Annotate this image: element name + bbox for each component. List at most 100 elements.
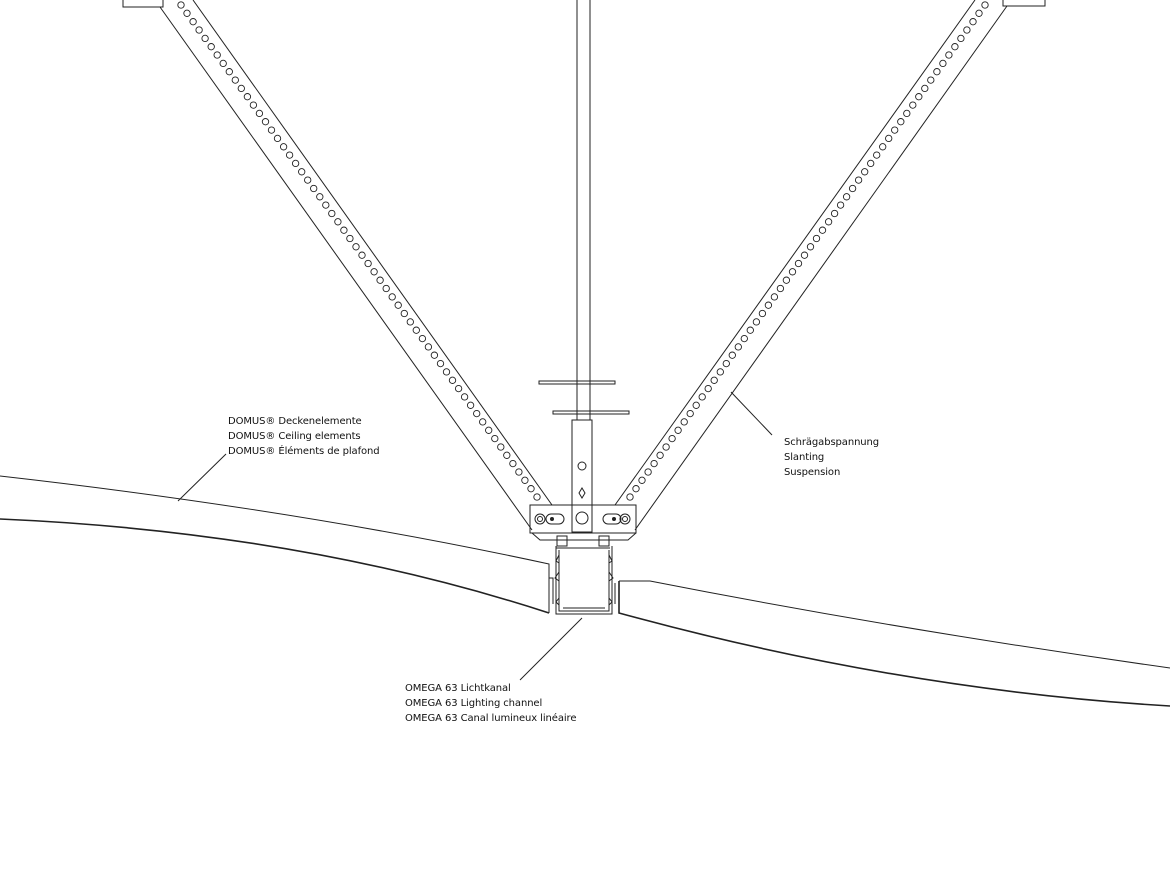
perforation-hole — [638, 476, 646, 484]
perforation-hole — [897, 118, 905, 126]
perforation-hole — [509, 459, 517, 468]
perforation-hole — [304, 176, 312, 184]
label-lighting-channel-fr: OMEGA 63 Canal lumineux linéaire — [405, 713, 577, 724]
perforation-hole — [340, 226, 348, 234]
perforation-hole — [824, 218, 833, 226]
perforation-hole — [533, 493, 541, 501]
perforation-hole — [891, 126, 899, 134]
perforation-hole — [764, 301, 773, 309]
perforation-hole — [722, 359, 730, 368]
perforation-hole — [273, 134, 282, 143]
label-ceiling-elements-en: DOMUS® Ceiling elements — [228, 431, 361, 442]
perforation-hole — [698, 393, 706, 401]
perforation-hole — [842, 193, 851, 201]
perforation-hole — [861, 168, 869, 176]
label-slanting-suspension: Schrägabspannung Slanting Suspension — [784, 435, 879, 480]
vertical-hanger-rod — [538, 0, 630, 533]
perforation-hole — [812, 234, 821, 243]
perforation-hole — [298, 168, 306, 176]
ceiling-anchor-left — [122, 0, 164, 8]
perforation-hole — [794, 259, 803, 268]
perforation-hole — [915, 93, 923, 101]
perforation-hole — [710, 376, 718, 384]
perforation-hole — [479, 418, 487, 426]
perforation-hole — [668, 434, 676, 443]
perforation-hole — [879, 143, 887, 151]
perforation-hole — [515, 468, 523, 476]
perforation-hole — [466, 401, 475, 409]
perforation-hole — [836, 201, 845, 209]
label-slanting-en: Slanting — [784, 452, 825, 463]
perforation-hole — [382, 284, 390, 293]
perforation-hole — [782, 276, 791, 284]
perforation-hole — [921, 84, 929, 93]
perforation-hole — [644, 468, 652, 476]
perforation-hole — [460, 393, 469, 401]
perforation-hole — [334, 218, 342, 226]
perforation-hole — [316, 193, 324, 201]
perforation-hole — [527, 485, 535, 493]
perforation-hole — [267, 126, 276, 134]
perforation-hole — [231, 76, 239, 84]
perforation-hole — [830, 209, 839, 218]
perforation-hole — [704, 384, 712, 393]
perforation-hole — [800, 251, 809, 259]
perforation-hole — [692, 401, 700, 409]
perforation-hole — [521, 476, 529, 484]
perforation-hole — [650, 459, 658, 468]
perforation-hole — [497, 443, 505, 451]
perforation-hole — [352, 243, 360, 251]
perforation-hole — [969, 18, 977, 26]
perforation-hole — [183, 9, 191, 17]
ceiling-panel-right — [614, 580, 1170, 707]
perforation-hole — [442, 368, 451, 376]
perforation-hole — [903, 109, 911, 118]
perforation-hole — [346, 234, 354, 243]
perforation-hole — [939, 59, 947, 68]
perforation-hole — [243, 93, 252, 101]
perforation-hole — [873, 151, 881, 159]
perforation-hole — [436, 359, 445, 368]
perforation-hole — [189, 18, 197, 26]
perforation-hole — [207, 43, 215, 51]
perforation-hole — [418, 334, 427, 343]
perforation-hole — [927, 76, 935, 84]
label-ceiling-elements-fr: DOMUS® Éléments de plafond — [228, 446, 380, 457]
perforation-hole — [424, 343, 433, 351]
perforation-hole — [818, 226, 827, 234]
label-ceiling-elements: DOMUS® Deckenelemente DOMUS® Ceiling ele… — [228, 414, 380, 459]
perforation-hole — [848, 184, 857, 193]
perforation-hole — [195, 26, 203, 34]
perforation-hole — [201, 34, 209, 43]
perforation-hole — [626, 493, 634, 501]
perforation-hole — [951, 43, 959, 51]
perforation-hole — [674, 426, 682, 434]
perforation-hole — [485, 426, 493, 434]
label-ceiling-elements-de: DOMUS® Deckenelemente — [228, 416, 362, 427]
perforation-hole — [430, 351, 439, 359]
perforation-hole — [219, 59, 227, 68]
perforation-hole — [867, 159, 875, 168]
perforation-hole — [933, 68, 941, 76]
perforation-hole — [662, 443, 670, 451]
leader-slanting-suspension — [730, 391, 773, 436]
perforation-hole — [734, 343, 742, 351]
perforation-hole — [213, 51, 221, 59]
leader-lighting-channel — [519, 617, 583, 681]
perforation-hole — [358, 251, 366, 259]
leader-ceiling-elements — [177, 453, 227, 502]
perforation-hole — [503, 451, 511, 459]
perforation-hole — [854, 176, 863, 184]
perforation-hole — [261, 118, 270, 126]
perforation-hole — [770, 293, 779, 301]
perforation-hole — [776, 284, 785, 293]
perforation-hole — [454, 384, 463, 393]
perforation-hole — [291, 159, 300, 168]
perforation-hole — [237, 84, 245, 93]
ceiling-panel-left — [0, 475, 554, 614]
perforation-hole — [686, 409, 694, 418]
slanting-strap-left — [159, 0, 553, 531]
lighting-channel-profile — [554, 535, 614, 615]
perforation-hole — [632, 485, 640, 493]
